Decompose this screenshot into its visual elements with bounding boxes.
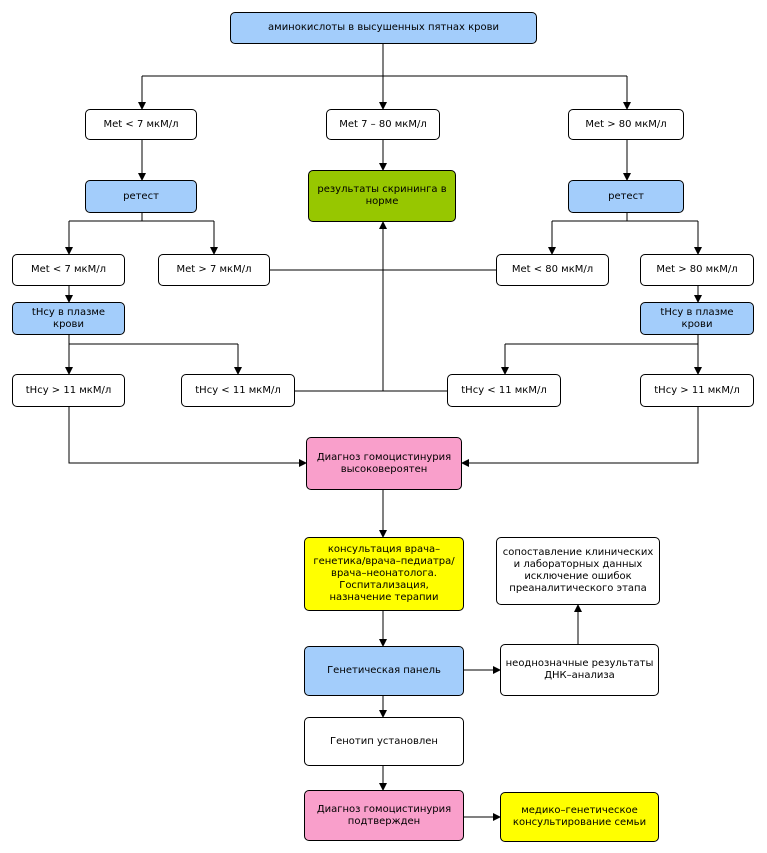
node-thcy-gt11-right: tHcy > 11 мкМ/л <box>640 374 754 407</box>
node-diagnosis-confirmed-label: Диагноз гомоцистинурия подтвержден <box>316 803 452 827</box>
node-thcy-gt11-left: tHcy > 11 мкМ/л <box>12 374 125 407</box>
node-met-gt80-b: Met > 80 мкМ/л <box>640 254 754 286</box>
node-thcy-plasma-left-label: tHcy в плазме крови <box>31 306 106 330</box>
node-thcy-gt11-left-label: tHcy > 11 мкМ/л <box>25 384 112 396</box>
node-thcy-plasma-left: tHcy в плазме крови <box>12 302 125 335</box>
node-met-7-80: Met 7 – 80 мкМ/л <box>326 109 440 140</box>
node-met-gt80: Met > 80 мкМ/л <box>568 109 684 140</box>
node-retest-left-label: ретест <box>123 190 159 202</box>
node-met-lt7-b: Met < 7 мкМ/л <box>12 254 125 286</box>
node-comparison-label: сопоставление клинических и лабораторных… <box>502 547 654 594</box>
node-retest-left: ретест <box>85 180 197 213</box>
node-met-gt80-b-label: Met > 80 мкМ/л <box>656 264 738 275</box>
node-consultation: консультация врача–генетика/врача–педиат… <box>304 537 464 611</box>
node-screening-normal: результаты скрининга в норме <box>308 170 456 222</box>
node-met-lt7: Met < 7 мкМ/л <box>85 109 197 140</box>
node-aminoacids: аминокислоты в высушенных пятнах крови <box>230 12 537 44</box>
node-met-gt7: Met > 7 мкМ/л <box>158 254 270 286</box>
node-genetic-panel-label: Генетическая панель <box>327 665 441 676</box>
node-thcy-plasma-right-label: tHcy в плазме крови <box>660 306 734 330</box>
node-ambiguous-dna: неоднозначные результаты ДНК–анализа <box>500 644 659 696</box>
node-met-7-80-label: Met 7 – 80 мкМ/л <box>339 118 427 130</box>
node-counseling-label: медико–генетическое консультирование сем… <box>512 805 647 828</box>
node-screening-normal-label: результаты скрининга в норме <box>317 184 447 207</box>
node-met-lt7-label: Met < 7 мкМ/л <box>103 118 179 130</box>
node-thcy-lt11-right-label: tHcy < 11 мкМ/л <box>461 384 547 396</box>
node-diagnosis-confirmed: Диагноз гомоцистинурия подтвержден <box>304 790 464 841</box>
node-thcy-plasma-right: tHcy в плазме крови <box>640 302 754 335</box>
edge-thcy-gt11-right-to-diagnosis <box>461 407 699 467</box>
node-thcy-lt11-right: tHcy < 11 мкМ/л <box>447 374 561 407</box>
node-retest-right-label: ретест <box>608 190 644 202</box>
node-genotype-label: Генотип установлен <box>330 735 438 747</box>
node-counseling: медико–генетическое консультирование сем… <box>500 792 659 842</box>
node-thcy-lt11-left: tHcy < 11 мкМ/л <box>181 374 295 407</box>
node-genetic-panel: Генетическая панель <box>304 646 464 696</box>
node-met-gt7-label: Met > 7 мкМ/л <box>176 264 252 275</box>
edge-thcy-gt11-left-to-diagnosis <box>68 407 307 467</box>
node-ambiguous-dna-label: неоднозначные результаты ДНК–анализа <box>505 658 654 681</box>
node-diagnosis-likely-label: Диагноз гомоцистинурия высоковероятен <box>316 451 452 475</box>
node-thcy-lt11-left-label: tHcy < 11 мкМ/л <box>195 384 281 396</box>
node-met-lt80: Met < 80 мкМ/л <box>496 254 609 286</box>
node-met-lt80-label: Met < 80 мкМ/л <box>511 264 594 275</box>
node-met-gt80-label: Met > 80 мкМ/л <box>585 118 667 130</box>
node-diagnosis-likely: Диагноз гомоцистинурия высоковероятен <box>306 437 462 490</box>
node-consultation-label: консультация врача–генетика/врача–педиат… <box>313 544 455 603</box>
node-thcy-gt11-right-label: tHcy > 11 мкМ/л <box>654 384 740 396</box>
node-retest-right: ретест <box>568 180 684 213</box>
node-met-lt7-b-label: Met < 7 мкМ/л <box>31 264 106 275</box>
node-comparison: сопоставление клинических и лабораторных… <box>496 537 660 605</box>
node-aminoacids-label: аминокислоты в высушенных пятнах крови <box>268 22 499 33</box>
node-genotype: Генотип установлен <box>304 717 464 766</box>
